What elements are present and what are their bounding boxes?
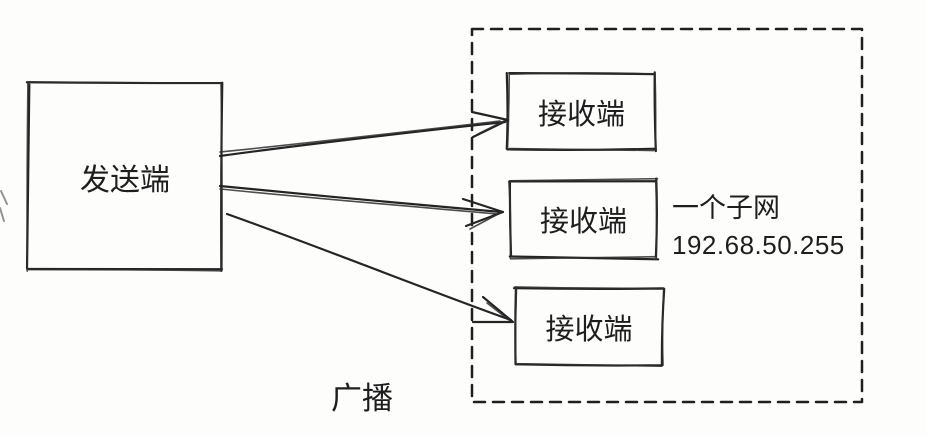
receiver-box-1: [505, 71, 657, 153]
subnet-name: 一个子网: [672, 193, 780, 223]
receiver-box-3: [512, 286, 666, 367]
subnet-broadcast-address: 192.68.50.255: [672, 230, 845, 260]
receiver-2-label: 接收端: [539, 206, 627, 238]
receiver-1-label: 接收端: [537, 98, 625, 131]
subnet-dashed-boundary: [470, 27, 864, 404]
arrow-to-receiver-2: [218, 184, 505, 230]
subnet-annotation: 一个子网 192.68.50.255: [672, 190, 845, 264]
edge-artifact-mark: [0, 190, 8, 222]
arrow-to-receiver-3: [225, 212, 515, 324]
sender-box: [25, 81, 224, 272]
broadcast-caption: 广播: [331, 381, 393, 416]
receiver-3-label: 接收端: [545, 313, 633, 346]
receiver-box-2: [508, 177, 660, 261]
sender-label: 发送端: [80, 163, 170, 197]
arrow-to-receiver-1: [218, 110, 510, 158]
